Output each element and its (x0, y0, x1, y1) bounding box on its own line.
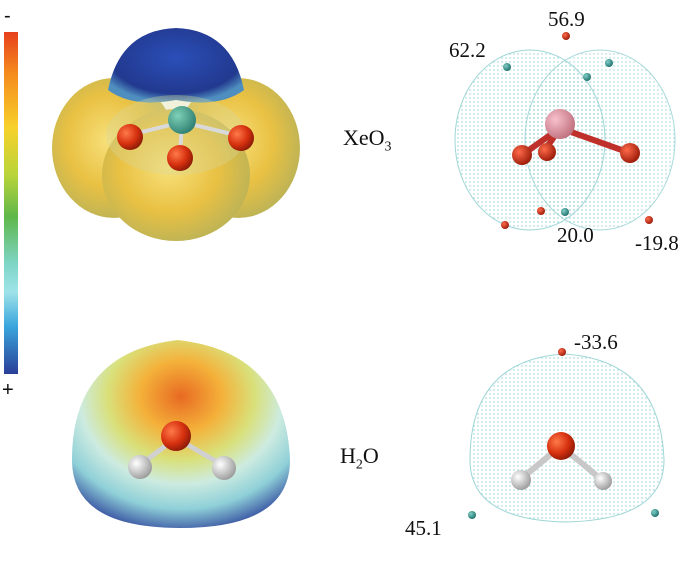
xeo3-dot-surface (454, 32, 676, 231)
xeo3-value-bottom-right: -19.8 (635, 231, 679, 255)
h2o-label-o: O (362, 443, 379, 468)
xeo3-label: XeO3 (343, 125, 392, 155)
xeo3-label-subscript: 3 (384, 139, 392, 155)
h2o-label-subscript: 2 (355, 457, 363, 473)
h2o-label-h: H (340, 443, 356, 468)
xeo3-label-text: XeO (343, 125, 385, 150)
oxygen-atom (228, 125, 254, 151)
h2o-dot-surface (468, 348, 665, 523)
electrostatic-potential-colorbar (4, 32, 18, 374)
xeo3-value-left: 62.2 (449, 38, 486, 62)
h2o-value-bottom-left: 45.1 (405, 516, 442, 540)
h2o-esp-surface (72, 340, 290, 528)
oxygen-atom (117, 124, 143, 150)
xe-atom (168, 106, 196, 134)
colorbar-plus-sign: + (2, 379, 14, 401)
h2o-value-top: -33.6 (574, 330, 618, 354)
colorbar-minus-sign: - (4, 5, 11, 27)
h2o-label: H2O (340, 443, 379, 473)
oxygen-atom (167, 145, 193, 171)
xeo3-value-top: 56.9 (548, 7, 585, 31)
xeo3-value-bottom-center: 20.0 (557, 223, 594, 247)
